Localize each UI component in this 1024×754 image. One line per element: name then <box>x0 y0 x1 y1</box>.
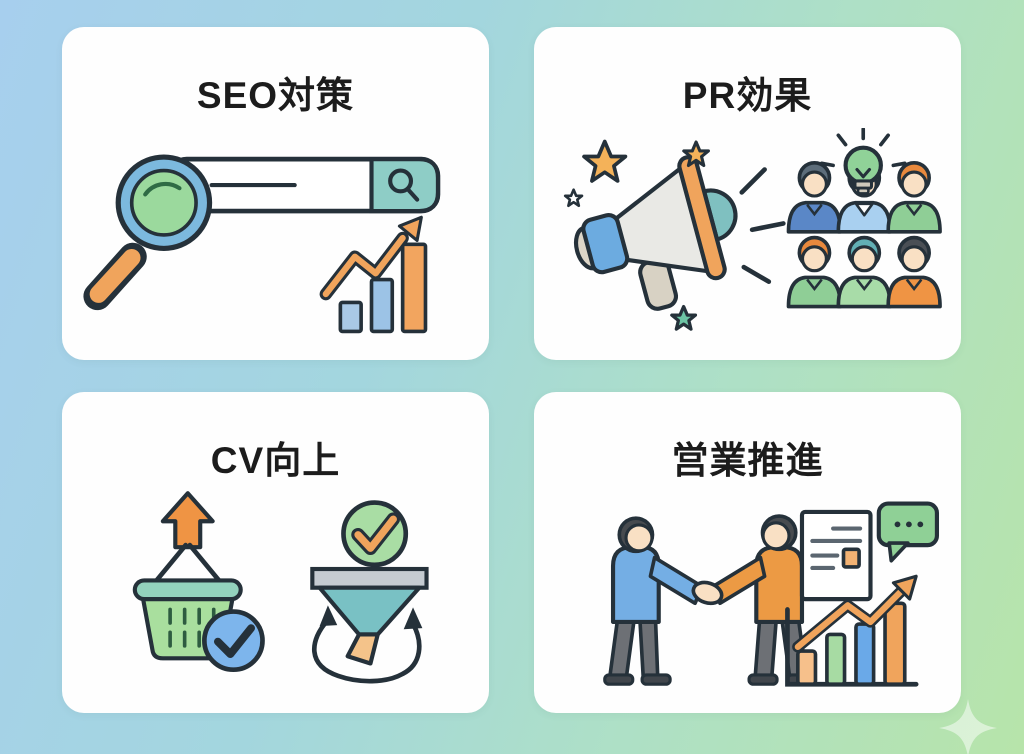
card-sales-art <box>534 479 961 713</box>
magnifying-glass-icon <box>82 154 212 311</box>
cv-illustration <box>132 491 429 684</box>
check-circle-blue-icon <box>201 609 265 673</box>
search-icon <box>387 168 419 202</box>
check-circle-green-icon <box>340 500 408 568</box>
sales-illustration <box>602 501 939 687</box>
seo-illustration <box>82 154 440 334</box>
handshake-hands <box>691 580 723 606</box>
pr-illustration <box>563 128 942 331</box>
four-point-sparkle-icon <box>939 699 997 754</box>
megaphone-icon <box>573 155 738 311</box>
card-seo: SEO対策 <box>62 27 489 360</box>
document-icon <box>799 509 873 602</box>
lightbulb-icon <box>819 128 907 195</box>
growth-arrow-icon <box>791 574 918 653</box>
up-arrow-icon <box>160 491 215 550</box>
card-pr-art <box>534 114 961 360</box>
card-cv-title: CV向上 <box>210 440 341 481</box>
card-sales: 営業推進 <box>534 392 961 713</box>
cycle-arrows-icon <box>311 605 422 684</box>
growth-bar-chart-icon <box>319 215 427 334</box>
card-seo-title: SEO対策 <box>196 75 355 116</box>
card-pr: PR効果 <box>534 27 961 360</box>
card-cv: CV向上 <box>62 392 489 713</box>
handshake-people-icon <box>602 514 817 686</box>
card-pr-title: PR効果 <box>682 75 813 116</box>
card-seo-art <box>62 114 489 360</box>
funnel-icon <box>309 566 429 666</box>
sound-lines-icon <box>738 167 786 284</box>
bar-chart-icon <box>784 601 919 687</box>
speech-bubble-icon <box>876 501 939 563</box>
card-sales-title: 営業推進 <box>671 440 824 481</box>
card-cv-art <box>62 479 489 713</box>
card-grid: SEO対策 <box>62 27 961 713</box>
search-bar-icon <box>167 156 440 214</box>
